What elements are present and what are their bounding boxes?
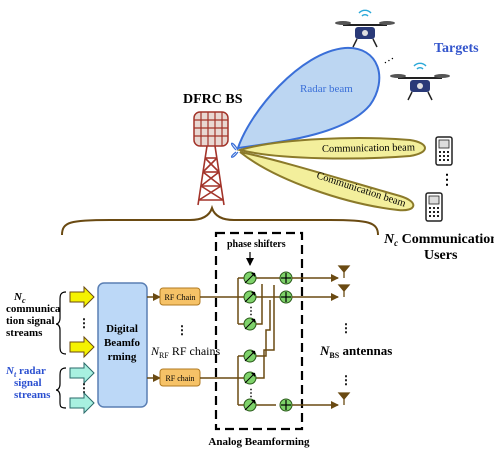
antenna-ellipsis: ⋮ <box>340 321 352 335</box>
dfrc-base-station: DFRC BS <box>183 92 243 206</box>
adder-icon <box>279 398 293 412</box>
svg-text:Nc: Nc <box>13 291 26 305</box>
comm-streams-brace <box>55 291 67 355</box>
targets-label: Targets <box>434 41 479 56</box>
radar-stream-ellipsis: ⋮ <box>78 381 90 395</box>
adder-icon <box>279 271 293 285</box>
comm-stream-arrow <box>69 335 95 359</box>
antenna-feeds <box>292 274 339 409</box>
phase-shifter-network <box>238 277 280 406</box>
antenna-ellipsis: ⋮ <box>340 373 352 387</box>
radar-streams-brace <box>55 367 67 409</box>
curly-brace <box>61 204 379 236</box>
phase-shifter-icon <box>243 349 257 363</box>
nbs-label: NBS antennas <box>319 343 392 360</box>
comm-streams-line: communica <box>6 303 61 315</box>
beams: Radar beam Communication beam Communicat… <box>230 46 426 212</box>
phone-icon <box>425 192 443 222</box>
digital-beamforming-line: Digital <box>106 323 138 335</box>
users-ellipsis: ⋮ <box>440 173 454 188</box>
radar-stream-arrows: ⋮ <box>69 361 95 415</box>
phase-shifters: ⋮ ⋮ <box>243 271 257 412</box>
antenna-icon <box>337 284 351 297</box>
targets-ellipsis: … <box>379 48 396 66</box>
communication-beam-1 <box>236 137 426 160</box>
radar-beam <box>236 46 381 150</box>
digital-beamforming-line: Beamfo <box>104 337 141 349</box>
antenna-icon <box>337 392 351 405</box>
rf-chain-bottom-label: RF chain <box>165 374 194 383</box>
phase-shifter-icon <box>243 398 257 412</box>
feed-lines <box>200 278 239 405</box>
comm-stream-ellipsis: ⋮ <box>78 316 90 330</box>
svg-text:Nt radar: Nt radar <box>5 365 46 379</box>
side-lobes <box>230 142 239 158</box>
comm-streams-line: streams <box>6 327 43 339</box>
radar-beam-label: Radar beam <box>300 83 353 95</box>
communication-beam-1-label: Communication beam <box>322 142 415 155</box>
rf-chain-ellipsis: ⋮ <box>176 323 188 337</box>
phone-icon <box>435 136 453 166</box>
analog-beamforming-label: Analog Beamforming <box>208 436 310 448</box>
analog-beamforming-box <box>214 231 304 431</box>
phase-shifter-ellipsis: ⋮ <box>246 388 256 399</box>
antennas <box>337 265 351 405</box>
rf-chain-top-label: RF Chain <box>165 293 196 302</box>
comm-stream-arrow <box>69 285 95 309</box>
comm-streams-line: tion signal <box>6 315 55 327</box>
phase-shifter-icon <box>243 290 257 304</box>
phase-shifter-icon <box>243 271 257 285</box>
radar-streams-line: signal <box>14 377 42 389</box>
phase-shifter-icon <box>243 371 257 385</box>
drone-icon <box>390 62 450 101</box>
phase-shifter-icon <box>243 317 257 331</box>
digital-beamforming-line: rming <box>108 351 137 363</box>
phase-shifters-label: phase shifters <box>227 239 286 250</box>
communication-users: ⋮ Nc Communication Users <box>383 136 494 263</box>
nrf-label: NRF RF chains <box>150 344 220 360</box>
users-label-line2: Users <box>424 248 458 263</box>
communication-beam-2 <box>239 151 415 212</box>
radar-stream-arrow <box>69 391 95 415</box>
adders <box>279 271 293 412</box>
radar-stream-arrow <box>69 361 95 385</box>
phase-shifter-ellipsis: ⋮ <box>246 306 256 317</box>
bs-title: DFRC BS <box>183 92 243 107</box>
targets: … Targets <box>335 9 479 101</box>
drone-icon <box>335 9 395 48</box>
adder-icon <box>279 290 293 304</box>
radar-streams-line: streams <box>14 389 51 401</box>
digital-beamforming-block <box>97 282 148 408</box>
comm-stream-arrows: ⋮ <box>69 285 95 359</box>
antenna-icon <box>337 265 351 278</box>
antenna-array-drum <box>193 111 229 147</box>
users-label-line1: Nc Communication <box>383 232 494 248</box>
